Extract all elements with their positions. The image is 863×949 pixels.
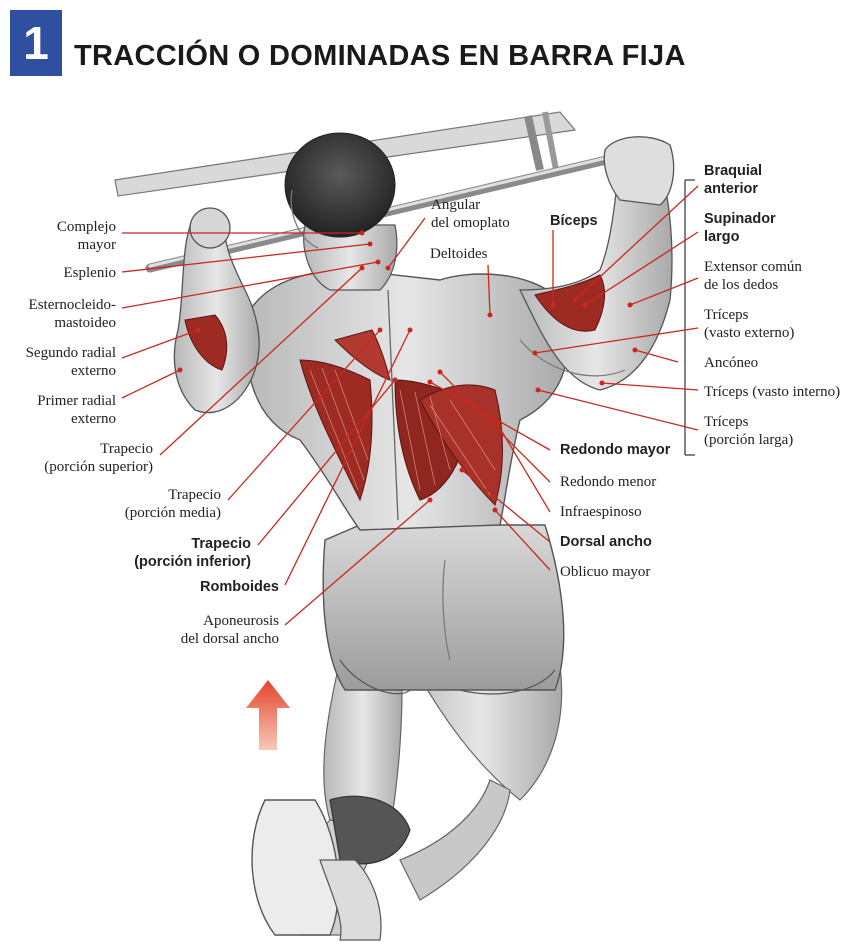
label-esternocleido: Esternocleido- mastoideo — [28, 297, 116, 331]
leader-dots — [177, 230, 638, 513]
label-biceps: Bíceps — [550, 213, 598, 229]
label-trapecio-media: Trapecio (porción media) — [124, 487, 221, 521]
label-romboides: Romboides — [200, 579, 279, 595]
label-trapecio-inferior: Trapecio (porción inferior) — [134, 536, 251, 570]
label-triceps-interno: Tríceps (vasto interno) — [704, 384, 841, 400]
label-complejo-mayor: Complejo mayor — [56, 219, 116, 253]
left-arm — [173, 207, 260, 414]
torso — [245, 269, 569, 531]
label-primer-radial: Primer radial externo — [37, 393, 116, 427]
page-title: TRACCIÓN O DOMINADAS EN BARRA FIJA — [74, 40, 686, 72]
section-number-box — [10, 10, 62, 76]
label-triceps-externo: Tríceps (vasto externo) — [704, 307, 795, 341]
label-extensor: Extensor común de los dedos — [704, 259, 802, 293]
label-deltoides: Deltoides — [430, 246, 488, 262]
leader-lines — [121, 185, 699, 626]
right-label-bracket — [684, 179, 695, 456]
head — [284, 132, 398, 291]
label-redondo-mayor: Redondo mayor — [560, 442, 671, 458]
label-trapecio-superior: Trapecio (porción superior) — [44, 441, 153, 475]
label-supinador: Supinador largo — [704, 211, 776, 245]
label-segundo-radial: Segundo radial externo — [25, 345, 116, 379]
label-triceps-larga: Tríceps (porción larga) — [704, 414, 794, 448]
label-oblicuo-mayor: Oblicuo mayor — [560, 564, 651, 580]
label-anconeo: Ancóneo — [704, 355, 759, 371]
label-angular: Angular del omoplato — [431, 197, 510, 231]
label-aponeurosis: Aponeurosis del dorsal ancho — [180, 613, 279, 647]
label-braquial: Braquial anterior — [704, 163, 763, 197]
label-redondo-menor: Redondo menor — [560, 474, 657, 490]
up-arrow — [246, 680, 290, 750]
right-arm — [518, 136, 675, 391]
label-dorsal-ancho: Dorsal ancho — [560, 534, 652, 550]
label-esplenio: Esplenio — [63, 265, 117, 281]
section-number: 1 — [23, 17, 49, 69]
legs — [251, 524, 565, 941]
label-infraespinoso: Infraespinoso — [560, 504, 642, 520]
